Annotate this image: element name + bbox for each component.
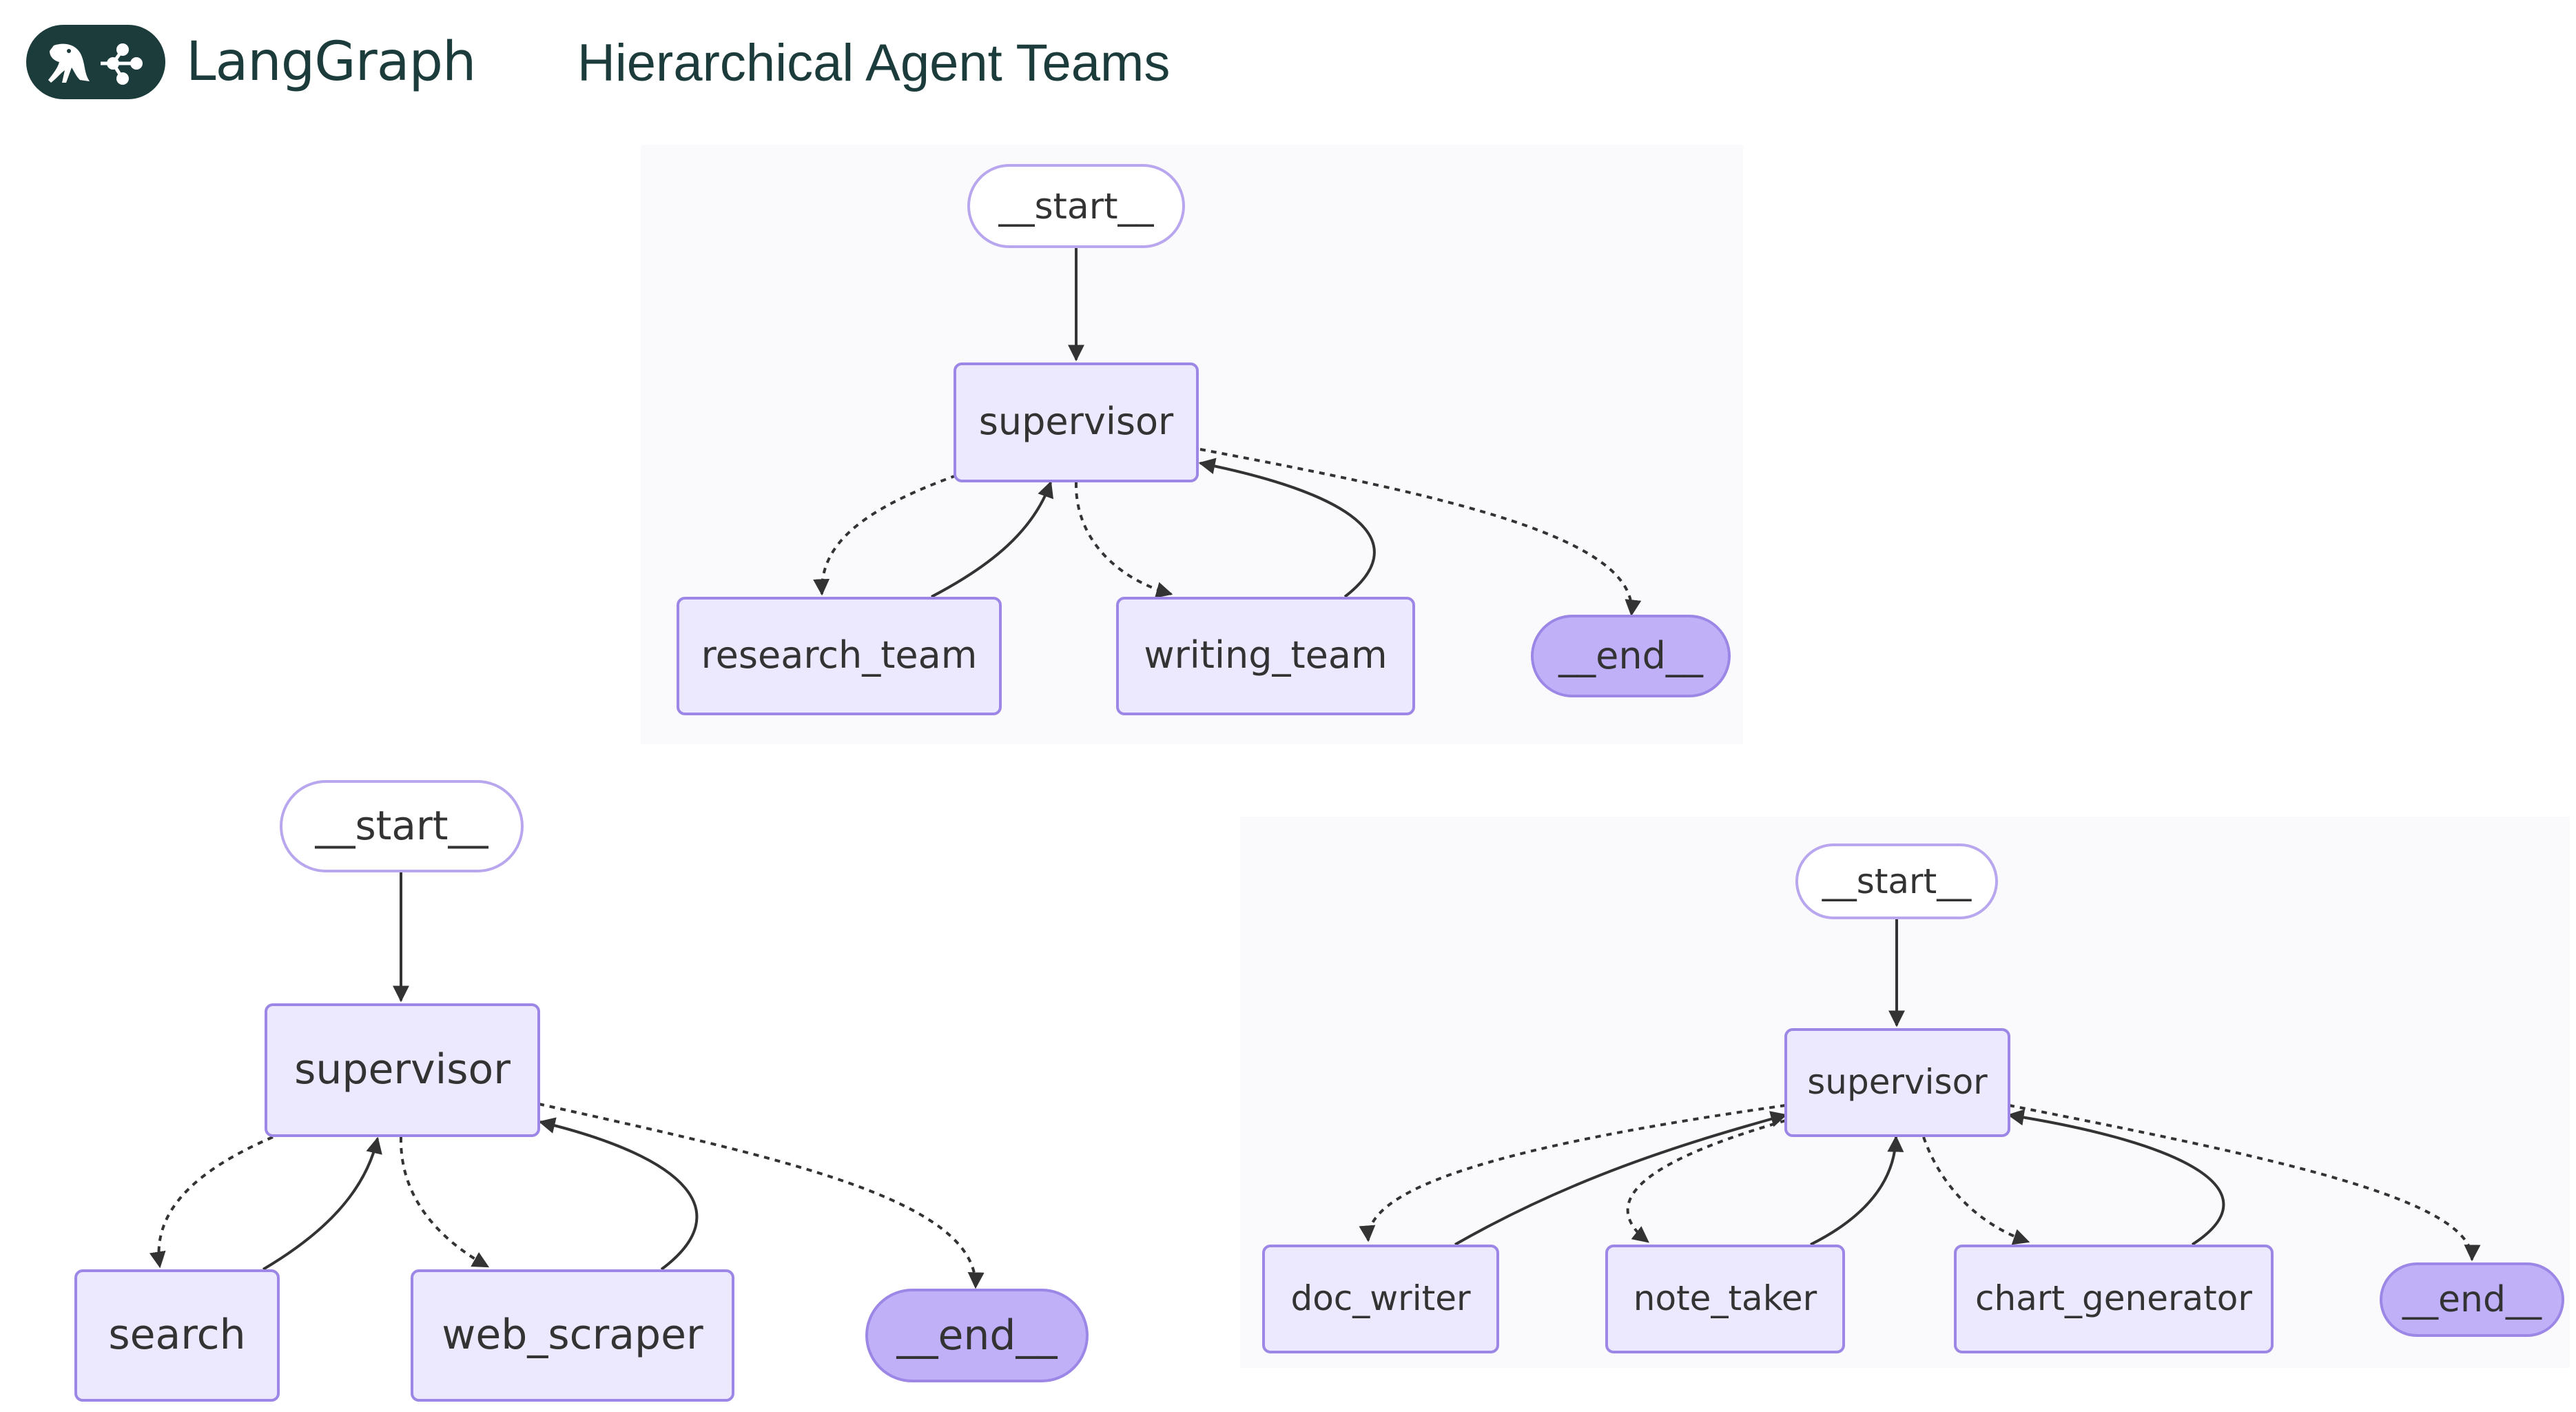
node-start: __start__ (967, 164, 1185, 248)
edge-rt-web-scraper-to-supervisor (538, 1117, 699, 1271)
node-start-label: __start__ (998, 186, 1154, 227)
node-research-team-label: research_team (701, 633, 978, 677)
node-research-team: research_team (677, 597, 1002, 715)
node-writing-team-label: writing_team (1144, 633, 1387, 677)
node-supervisor-label: supervisor (979, 400, 1174, 443)
langgraph-logo (26, 25, 165, 99)
wt-node-supervisor: supervisor (1784, 1028, 2010, 1137)
edge-wt-note-taker-to-supervisor (1810, 1135, 1904, 1246)
research-team-graph: __start__ supervisor search web_scraper … (74, 780, 1089, 1402)
edge-wt-supervisor-to-end (2008, 1104, 2481, 1262)
rt-node-supervisor-label: supervisor (294, 1045, 511, 1094)
rt-node-end: __end__ (865, 1289, 1089, 1382)
rt-node-supervisor: supervisor (265, 1003, 540, 1137)
edge-supervisor-to-research-team (813, 474, 957, 596)
brand-name: LangGraph (186, 31, 476, 93)
page-title: Hierarchical Agent Teams (577, 34, 1171, 92)
node-writing-team: writing_team (1116, 597, 1415, 715)
edge-writing-team-to-supervisor (1198, 458, 1376, 598)
wt-node-note-taker-label: note_taker (1634, 1278, 1817, 1318)
node-end-label: __end__ (1558, 634, 1704, 677)
wt-node-end-label: __end__ (2402, 1279, 2542, 1320)
wt-node-chart-generator-label: chart_generator (1975, 1278, 2252, 1318)
edge-wt-supervisor-to-note-taker (1626, 1119, 1786, 1243)
edge-wt-doc-writer-to-supervisor (1454, 1111, 1788, 1246)
wt-node-end: __end__ (2380, 1262, 2564, 1337)
rt-node-start-label: __start__ (314, 802, 488, 849)
wt-node-doc-writer-label: doc_writer (1290, 1278, 1471, 1318)
rt-node-start: __start__ (280, 780, 524, 872)
writing-team-graph: __start__ supervisor doc_writer note_tak… (1262, 843, 2564, 1353)
wt-node-start-label: __start__ (1822, 861, 1972, 901)
wt-node-start: __start__ (1795, 843, 1998, 919)
edge-rt-supervisor-to-end (538, 1103, 985, 1289)
header: LangGraph Hierarchical Agent Teams (0, 0, 2576, 131)
edge-rt-search-to-supervisor (262, 1136, 382, 1271)
edge-research-team-to-supervisor (931, 480, 1054, 598)
rt-node-end-label: __end__ (896, 1311, 1058, 1360)
wt-node-doc-writer: doc_writer (1262, 1245, 1499, 1353)
rt-node-search-label: search (108, 1311, 245, 1359)
wt-node-supervisor-label: supervisor (1807, 1062, 1988, 1102)
wt-node-chart-generator: chart_generator (1954, 1245, 2274, 1353)
rt-node-web-scraper-label: web_scraper (442, 1311, 703, 1359)
node-supervisor: supervisor (954, 362, 1199, 482)
edge-wt-supervisor-to-doc-writer (1359, 1104, 1786, 1242)
edge-rt-supervisor-to-web-scraper (399, 1136, 490, 1268)
edge-supervisor-to-end (1199, 448, 1642, 617)
edge-rt-supervisor-to-search (149, 1136, 274, 1269)
edge-wt-supervisor-to-chart-generator (1922, 1136, 2030, 1245)
wt-node-note-taker: note_taker (1605, 1245, 1845, 1353)
rt-node-search: search (74, 1269, 280, 1402)
edge-supervisor-to-writing-team (1074, 482, 1173, 598)
node-end: __end__ (1531, 615, 1731, 697)
parrot-and-graph-logo-icon (48, 43, 143, 85)
rt-node-web-scraper: web_scraper (411, 1269, 734, 1402)
top-level-graph: __start__ supervisor research_team writi… (677, 164, 1731, 715)
edge-wt-chart-generator-to-supervisor (2007, 1109, 2225, 1246)
